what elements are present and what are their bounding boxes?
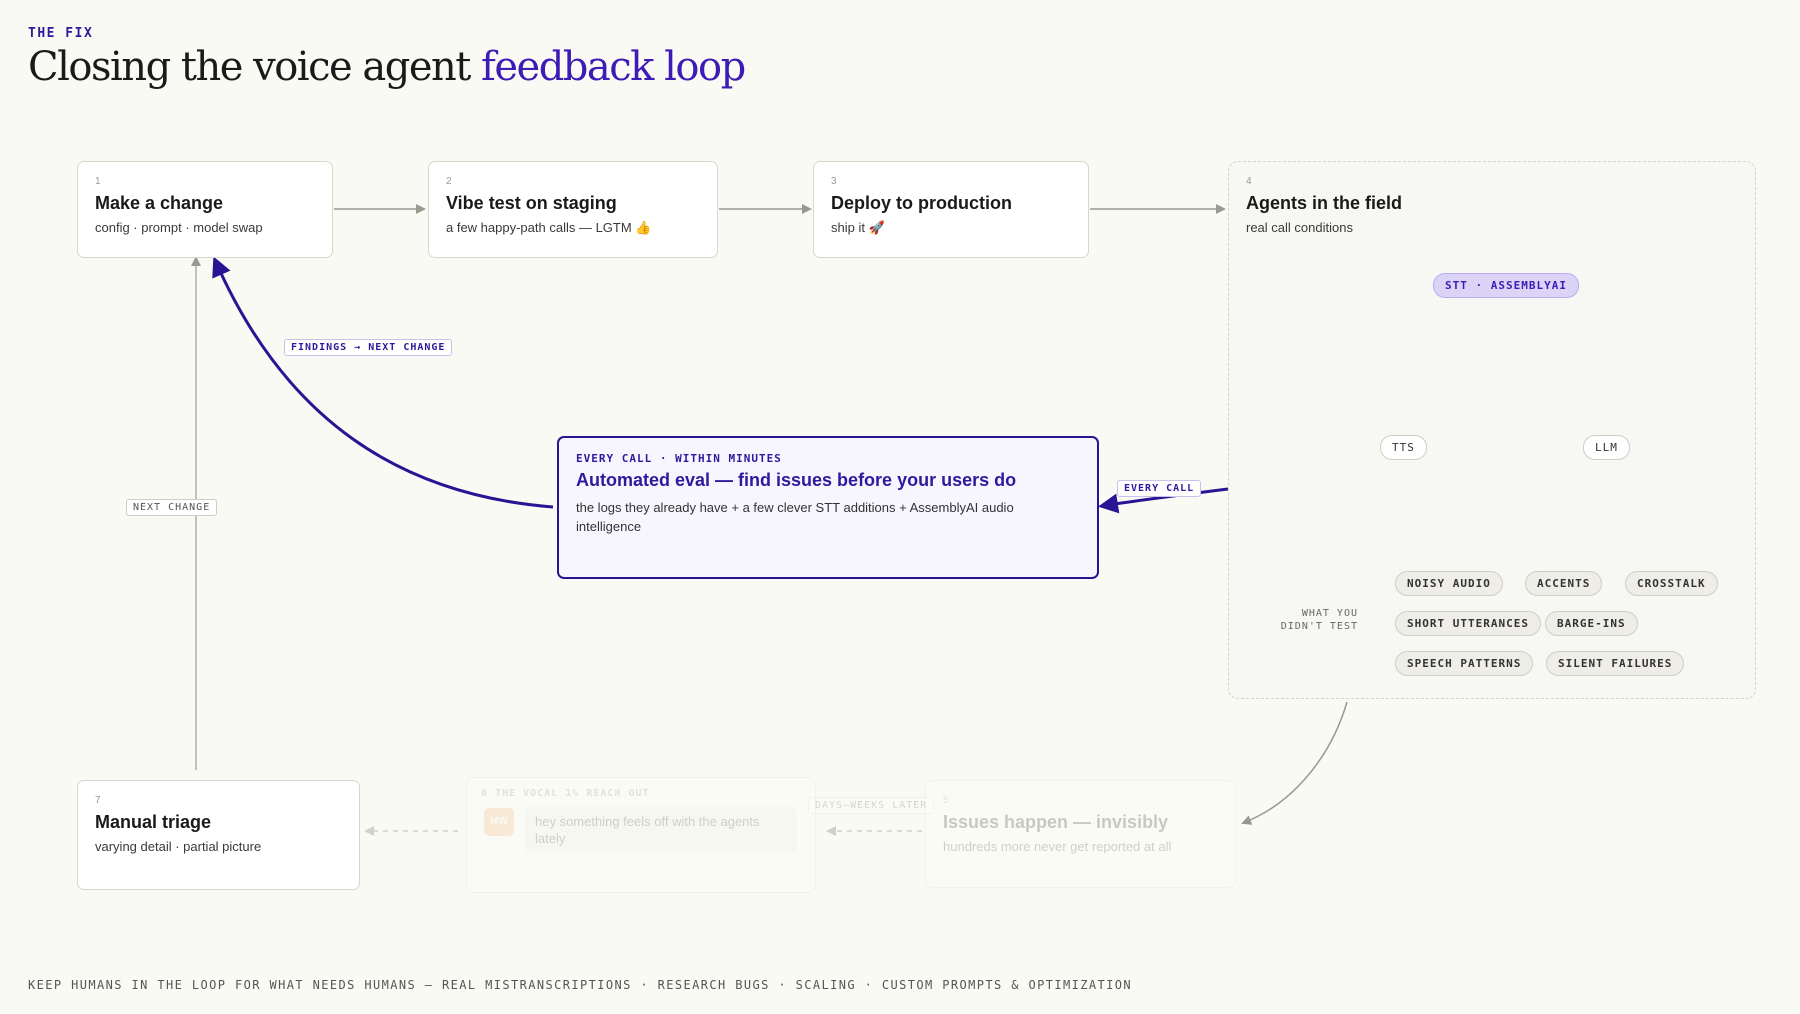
step-number: 3 <box>831 176 837 187</box>
step-number: 2 <box>446 176 452 187</box>
untested-chip: CROSSTALK <box>1625 571 1718 596</box>
step-number: 4 <box>1246 176 1252 187</box>
edge-label-findings: FINDINGS → NEXT CHANGE <box>284 339 453 356</box>
title-prefix: Closing the voice agent <box>28 44 471 90</box>
step-number: 5 <box>943 795 949 806</box>
step-subtitle: hundreds more never get reported at all <box>943 839 1172 854</box>
untested-label: WHAT YOU DIDN'T TEST <box>1258 607 1358 633</box>
step-subtitle: varying detail · partial picture <box>95 839 262 854</box>
step-title: Deploy to production <box>831 193 1012 213</box>
avatar: MW <box>484 808 514 836</box>
untested-chip: SHORT UTTERANCES <box>1395 611 1541 636</box>
step-make-a-change: 1 Make a change config · prompt · model … <box>77 161 333 258</box>
untested-chip: ACCENTS <box>1525 571 1603 596</box>
arrow-eval-to-change <box>212 256 554 509</box>
untested-chip: SILENT FAILURES <box>1546 651 1685 676</box>
step-subtitle: real call conditions <box>1246 220 1353 235</box>
untested-chip: SPEECH PATTERNS <box>1395 651 1534 676</box>
eval-title: Automated eval — find issues before your… <box>576 470 1017 490</box>
step-title: Manual triage <box>95 812 212 832</box>
step-manual-triage: 7 Manual triage varying detail · partial… <box>77 780 360 890</box>
section-eyebrow: THE FIX <box>28 26 94 41</box>
cycle-llm-node: LLM <box>1583 435 1630 460</box>
step-vibe-test: 2 Vibe test on staging a few happy-path … <box>428 161 718 258</box>
title-accent: feedback loop <box>481 44 746 90</box>
step-number: 1 <box>95 176 101 187</box>
step-deploy: 3 Deploy to production ship it 🚀 <box>813 161 1089 258</box>
edge-label-next-change: NEXT CHANGE <box>126 499 218 516</box>
edge-label-every-call: EVERY CALL <box>1117 480 1202 497</box>
eval-eyebrow: EVERY CALL · WITHIN MINUTES <box>576 452 782 465</box>
step-number: 6 <box>481 788 489 799</box>
step-subtitle: ship it 🚀 <box>831 220 885 235</box>
footer-note: KEEP HUMANS IN THE LOOP FOR WHAT NEEDS H… <box>28 978 1132 992</box>
cycle-stt-node: STT · ASSEMBLYAI <box>1433 273 1579 298</box>
untested-chip: NOISY AUDIO <box>1395 571 1503 596</box>
step-label-text: THE VOCAL 1% REACH OUT <box>495 788 650 799</box>
page-title: Closing the voice agent feedback loop <box>28 44 746 90</box>
automated-eval-box: EVERY CALL · WITHIN MINUTES Automated ev… <box>557 436 1099 579</box>
step-subtitle: config · prompt · model swap <box>95 220 263 235</box>
step-subtitle: a few happy-path calls — LGTM 👍 <box>446 220 652 235</box>
edge-label-days-weeks: DAYS–WEEKS LATER <box>808 797 935 814</box>
untested-chip: BARGE-INS <box>1545 611 1638 636</box>
eval-description: the logs they already have + a few cleve… <box>576 500 1014 534</box>
arrow-field-to-issues <box>1241 701 1348 825</box>
step-title: Vibe test on staging <box>446 193 617 213</box>
step-label: 6 THE VOCAL 1% REACH OUT <box>481 788 801 799</box>
step-title: Issues happen — invisibly <box>943 812 1169 832</box>
step-title: Agents in the field <box>1246 193 1403 213</box>
user-message-bubble: hey something feels off with the agents … <box>525 807 797 853</box>
step-vocal-reach-out: 6 THE VOCAL 1% REACH OUT MW hey somethin… <box>466 777 816 893</box>
step-number: 7 <box>95 795 101 806</box>
step-agents-in-field: 4 Agents in the field real call conditio… <box>1228 161 1756 699</box>
arrow-field-to-eval <box>1098 487 1229 514</box>
untested-label-line2: DIDN'T TEST <box>1280 621 1358 632</box>
cycle-tts-node: TTS <box>1380 435 1427 460</box>
step-title: Make a change <box>95 193 224 213</box>
step-issues-invisible: 5 Issues happen — invisibly hundreds mor… <box>925 780 1236 888</box>
untested-label-line1: WHAT YOU <box>1301 608 1358 619</box>
